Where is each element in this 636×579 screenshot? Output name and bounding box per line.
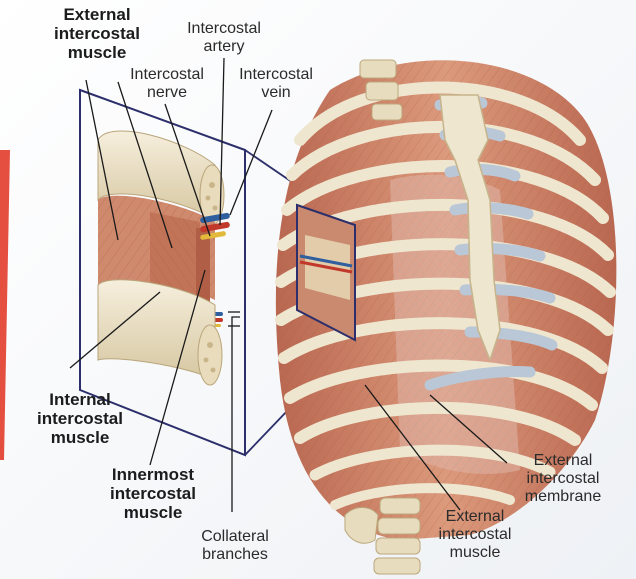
label-internal-intercostal-muscle: Internal intercostal muscle: [30, 390, 130, 447]
label-innermost-intercostal-muscle: Innermost intercostal muscle: [98, 465, 208, 522]
label-external-intercostal-muscle-top: External intercostal muscle: [42, 5, 152, 62]
label-external-intercostal-muscle-bottom: External intercostal muscle: [425, 508, 525, 562]
label-intercostal-vein: Intercostal vein: [224, 66, 328, 102]
label-intercostal-nerve: Intercostal nerve: [115, 66, 219, 102]
label-collateral-branches: Collateral branches: [185, 528, 285, 564]
label-intercostal-artery: Intercostal artery: [172, 20, 276, 56]
lower-rib-cross-section: [198, 325, 222, 385]
label-external-intercostal-membrane: External intercostal membrane: [508, 452, 618, 506]
